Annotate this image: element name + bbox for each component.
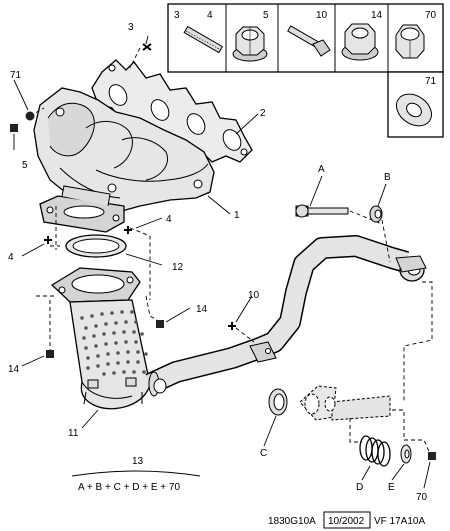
callout-4-right: 4 (166, 214, 172, 225)
nut-b (369, 205, 391, 263)
flange-nut-icon (341, 23, 379, 61)
callout-a: A (318, 164, 325, 175)
kit-number: 13 (132, 456, 144, 467)
parts-box-label-10: 10 (316, 10, 328, 21)
callout-14-right: 14 (196, 304, 208, 315)
callout-11: 11 (68, 428, 79, 439)
parts-box-label-4: 4 (207, 10, 213, 21)
washer-icon (395, 93, 433, 127)
bolt-a (295, 204, 383, 225)
catalytic-converter (50, 267, 151, 410)
callout-b: B (384, 172, 391, 183)
nut-marker-icon (428, 452, 436, 460)
callout-2: 2 (260, 108, 266, 119)
bolt-icon (287, 25, 331, 57)
spring-d (349, 418, 391, 467)
nut-marker-icon (156, 320, 164, 328)
kit-contents: A + B + C + D + E + 70 (78, 482, 180, 493)
parts-box-label-70: 70 (425, 10, 437, 21)
leader-lines (13, 35, 431, 489)
stud-marker-icon (44, 43, 236, 330)
callout-10: 10 (248, 290, 260, 301)
nut-marker-icon (46, 350, 54, 358)
flange-nut-icon (232, 26, 268, 62)
front-pipe (145, 235, 427, 397)
callout-c: C (260, 448, 267, 459)
callout-14-left: 14 (8, 364, 20, 375)
drawing-reference: 1830G10A (268, 516, 316, 527)
exhaust-manifold (33, 87, 215, 233)
footer: 1830G10A 10/2002 VF 17A10A (268, 511, 425, 529)
parts-box-label-71: 71 (425, 76, 437, 87)
parts-box: 3 4 5 10 14 70 (167, 3, 444, 138)
callout-d: D (356, 482, 363, 493)
callout-4-left: 4 (8, 252, 14, 263)
kit-formula: 13 A + B + C + D + E + 70 (71, 456, 201, 493)
callout-e: E (388, 482, 395, 493)
washer-e (400, 444, 412, 464)
callout-12: 12 (172, 262, 184, 273)
gasket-c (268, 388, 288, 416)
callout-5: 5 (22, 160, 28, 171)
callouts: 3 71 5 2 1 4 4 12 14 14 10 11 A B C D E … (8, 22, 428, 503)
parts-box-label-3: 3 (174, 10, 180, 21)
callout-71: 71 (10, 70, 22, 81)
ring-gasket (65, 234, 127, 258)
stud-icon (183, 25, 224, 54)
rear-pipe (299, 385, 391, 421)
heat-shield-perforations (80, 310, 148, 376)
washer-marker-icon (25, 111, 35, 121)
drawing-date: 10/2002 (328, 516, 365, 527)
nut-icon (395, 24, 425, 59)
vf-reference: VF 17A10A (374, 516, 425, 527)
callout-1: 1 (234, 210, 240, 221)
fastener-markers (10, 43, 436, 460)
callout-3: 3 (128, 22, 134, 33)
callout-70: 70 (416, 492, 428, 503)
parts-box-label-5: 5 (263, 10, 269, 21)
parts-box-label-14: 14 (371, 10, 383, 21)
nut-marker-icon (10, 124, 18, 132)
